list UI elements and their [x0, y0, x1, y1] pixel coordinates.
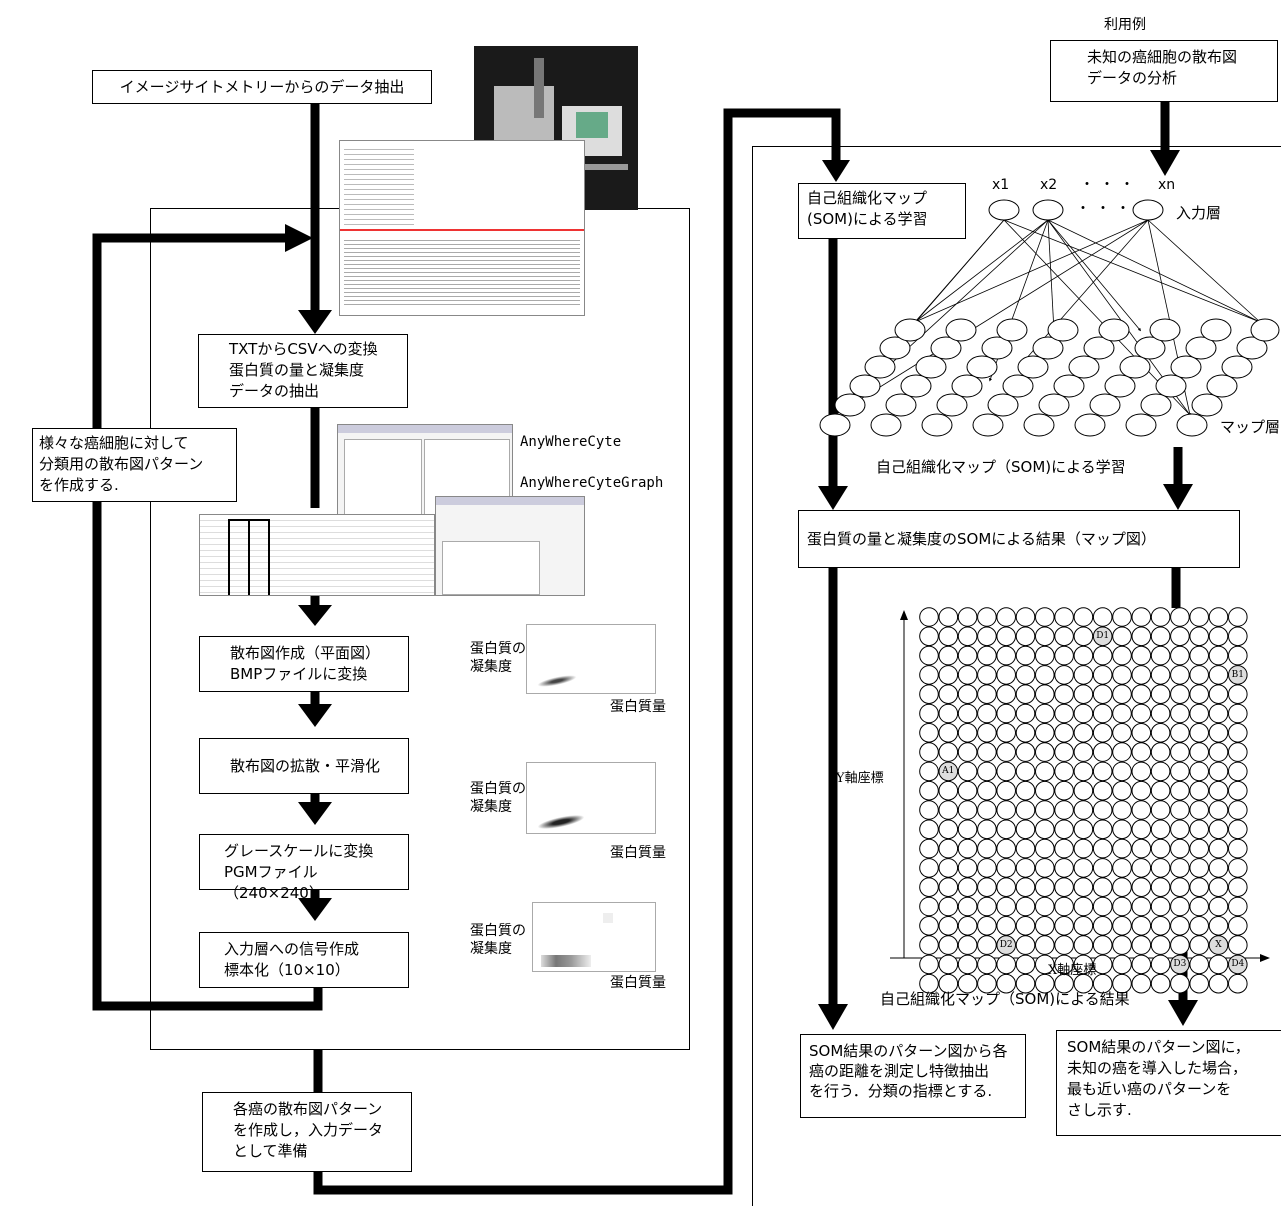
map-layer-label: マップ層 — [1220, 418, 1280, 436]
usage-example-label: 利用例 — [1104, 16, 1146, 34]
smooth-step-box: 散布図の拡散・平滑化 — [199, 738, 409, 794]
plot1-xlabel: 蛋白質量 — [610, 698, 666, 716]
som-node-label: X — [1210, 938, 1228, 952]
pattern-step-box: 各癌の散布図パターン を作成し，入力データ として準備 — [202, 1092, 412, 1172]
scatter-step-box: 散布図作成（平面図） BMPファイルに変換 — [199, 636, 409, 692]
csv-spreadsheet — [199, 514, 435, 596]
signal-step-box: 入力層への信号作成 標本化（10×10） — [199, 932, 409, 988]
app-name-1: AnyWhereCyte — [520, 433, 621, 451]
som-node-label: D1 — [1094, 629, 1112, 643]
som-node-label: A1 — [939, 764, 957, 778]
som-node-label: D4 — [1229, 957, 1247, 971]
unknown-cancer-box: 未知の癌細胞の散布図 データの分析 — [1050, 40, 1278, 102]
extract-title-box: イメージサイトメトリーからのデータ抽出 — [92, 70, 432, 104]
som-learning-caption: 自己組織化マップ（SOM)による学習 — [876, 458, 1126, 476]
app-name-2: AnyWhereCyteGraph — [520, 474, 663, 492]
input-layer-label: 入力層 — [1176, 204, 1221, 222]
convert-step-box: TXTからCSVへの変換 蛋白質の量と凝集度 データの抽出 — [198, 334, 408, 408]
som-result-caption: 自己組織化マップ（SOM)による結果 — [880, 990, 1130, 1008]
distance-feature-box: SOM結果のパターン図から各 癌の距離を測定し特徴抽出 を行う．分類の指標とする… — [800, 1034, 1026, 1118]
som-node-label: D3 — [1171, 957, 1189, 971]
som-learning-box: 自己組織化マップ (SOM)による学習 — [798, 183, 966, 239]
scatter-plot-2 — [526, 762, 656, 834]
plot1-ylabel: 蛋白質の 凝集度 — [470, 640, 526, 676]
y-axis-label: Y軸座標 — [836, 770, 884, 788]
input-dots-row: ・・・ — [1076, 200, 1136, 218]
scatter-plot-3 — [532, 902, 656, 972]
som-node-label: B1 — [1229, 668, 1247, 682]
plot3-ylabel: 蛋白質の 凝集度 — [470, 922, 526, 958]
plot3-xlabel: 蛋白質量 — [610, 974, 666, 992]
nearest-pattern-box: SOM結果のパターン図に， 未知の癌を導入した場合， 最も近い癌のパターンを さ… — [1056, 1030, 1281, 1136]
graph-window — [435, 496, 585, 596]
scatter-plot-1 — [526, 624, 656, 694]
plot2-xlabel: 蛋白質量 — [610, 844, 666, 862]
x-axis-label: X軸座標 — [1048, 962, 1096, 980]
som-result-box: 蛋白質の量と凝集度のSOMによる結果（マップ図） — [798, 510, 1240, 568]
input-x2: x2 — [1040, 176, 1057, 194]
som-node-label: D2 — [997, 938, 1015, 952]
text-data-screenshot — [339, 140, 585, 316]
side-note-box: 様々な癌細胞に対して 分類用の散布図パターン を作成する. — [32, 428, 237, 502]
input-xn: xn — [1158, 176, 1175, 194]
input-dots: ・・・ — [1080, 176, 1140, 194]
gray-step-box: グレースケールに変換 PGMファイル（240×240） — [199, 834, 409, 890]
plot2-ylabel: 蛋白質の 凝集度 — [470, 780, 526, 816]
input-x1: x1 — [992, 176, 1009, 194]
